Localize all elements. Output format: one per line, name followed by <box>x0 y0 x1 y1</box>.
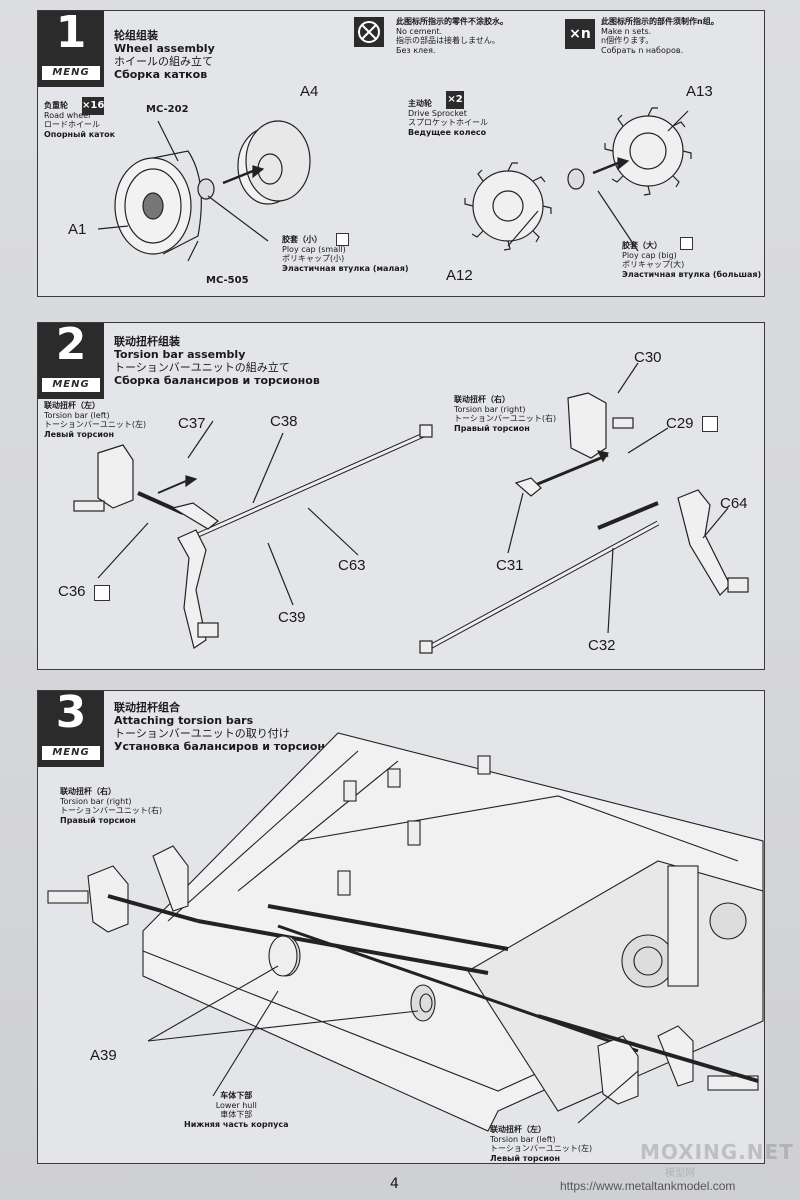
title-ru: Сборка катков <box>114 68 208 81</box>
no-cement-icon <box>354 17 384 47</box>
part-c38: C38 <box>270 413 298 430</box>
title-ja: トーションバーユニットの組み立て <box>114 361 290 374</box>
torsion-left-label: 联动扭杆（左） Torsion bar (left) トーションバーユニット(左… <box>44 401 147 439</box>
brand-logo: MENG <box>42 378 100 392</box>
step-1-badge: 1 MENG <box>38 7 104 87</box>
step-1-panel: 1 MENG 轮组组装 Wheel assembly ホイールの組み立て Сбо… <box>37 7 765 297</box>
title-ru: Установка балансиров и торсионов <box>114 740 340 753</box>
part-a4: A4 <box>300 83 319 100</box>
no-cement-small-icon <box>94 585 110 601</box>
brand-logo: MENG <box>42 746 100 760</box>
step-number: 2 <box>55 319 87 370</box>
no-cement-small-icon <box>336 233 349 246</box>
part-c30: C30 <box>634 349 662 366</box>
step-number: 1 <box>55 7 87 58</box>
paint-mc202: MC-202 <box>146 104 189 115</box>
no-cement-small-icon <box>680 237 693 250</box>
part-c36: C36 <box>58 583 86 600</box>
lower-hull-label: 车体下部 Lower hull 車体下部 Нижняя часть корпус… <box>184 1091 289 1129</box>
torsion-right-label: 联动扭杆（右） Torsion bar (right) トーションバーユニット(… <box>60 787 163 825</box>
step-2-badge: 2 MENG <box>38 319 104 399</box>
step-1-title: 轮组组装 Wheel assembly ホイールの組み立て Сборка кат… <box>114 29 215 81</box>
sprocket-label: 主动轮 Drive Sprocket スプロケットホイール Ведущее ко… <box>408 99 488 137</box>
part-a39: A39 <box>90 1047 117 1064</box>
step-3-drawing <box>47 732 764 1132</box>
torsion-right-label: 联动扭杆（右） Torsion bar (right) トーションバーユニット(… <box>454 395 557 433</box>
title-ru: Сборка балансиров и торсионов <box>114 374 320 387</box>
make-n-icon: ×n <box>565 19 595 49</box>
road-wheel-count: ×16 <box>82 97 104 115</box>
polycap-big-label: 胶套（大） Ploy cap (big) ポリキャップ(大) Эластична… <box>622 241 762 279</box>
part-c32: C32 <box>588 637 616 654</box>
title-en: Wheel assembly <box>114 42 215 55</box>
polycap-small-label: 胶套（小） Ploy cap (small) ポリキャップ(小) Эластич… <box>282 235 409 273</box>
title-zh: 联动扭杆组合 <box>114 701 180 714</box>
brand-logo: MENG <box>42 66 100 80</box>
part-a13: A13 <box>686 83 713 100</box>
step-3-badge: 3 MENG <box>38 687 104 767</box>
part-c31: C31 <box>496 557 524 574</box>
part-a12: A12 <box>446 267 473 284</box>
title-zh: 轮组组装 <box>114 29 158 42</box>
step-2-drawing <box>73 362 749 654</box>
part-c29: C29 <box>666 415 694 432</box>
part-c37: C37 <box>178 415 206 432</box>
step-2-title: 联动扭杆组装 Torsion bar assembly トーションバーユニットの… <box>114 335 320 387</box>
title-ja: ホイールの組み立て <box>114 55 213 68</box>
step-2-panel: 2 MENG 联动扭杆组装 Torsion bar assembly トーション… <box>37 319 765 670</box>
no-cement-small-icon <box>702 416 718 432</box>
step-number: 3 <box>55 687 87 738</box>
step-1-drawing <box>97 107 692 262</box>
page-number: 4 <box>390 1176 399 1192</box>
title-zh: 联动扭杆组装 <box>114 335 180 348</box>
part-c63: C63 <box>338 557 366 574</box>
step-3-panel: 3 MENG 联动扭杆组合 Attaching torsion bars トーシ… <box>37 687 765 1164</box>
no-cement-legend: 此图标所指示的零件不涂胶水。 No cement. 指示の部品は接着しません。 … <box>396 17 508 55</box>
watermark: MOXING.NET <box>640 1140 794 1164</box>
footer-url: https://www.metaltankmodel.com <box>560 1179 736 1193</box>
sprocket-count: ×2 <box>446 91 464 109</box>
part-c39: C39 <box>278 609 306 626</box>
road-wheel-label: 负重轮 Road wheel ロードホイール Опорный каток <box>44 101 116 139</box>
make-n-legend: 此图标所指示的部件须制作n组。 Make n sets. n個作ります。 Соб… <box>601 17 719 55</box>
torsion-left-label: 联动扭杆（左） Torsion bar (left) トーションバーユニット(左… <box>490 1125 593 1163</box>
part-c64: C64 <box>720 495 748 512</box>
title-en: Torsion bar assembly <box>114 348 246 361</box>
watermark-sub: 模型网 <box>665 1168 695 1179</box>
part-a1: A1 <box>68 221 87 238</box>
paint-mc505: MC-505 <box>206 275 249 286</box>
title-en: Attaching torsion bars <box>114 714 254 727</box>
title-ja: トーションバーユニットの取り付け <box>114 727 290 740</box>
step-3-title: 联动扭杆组合 Attaching torsion bars トーションバーユニッ… <box>114 701 340 753</box>
